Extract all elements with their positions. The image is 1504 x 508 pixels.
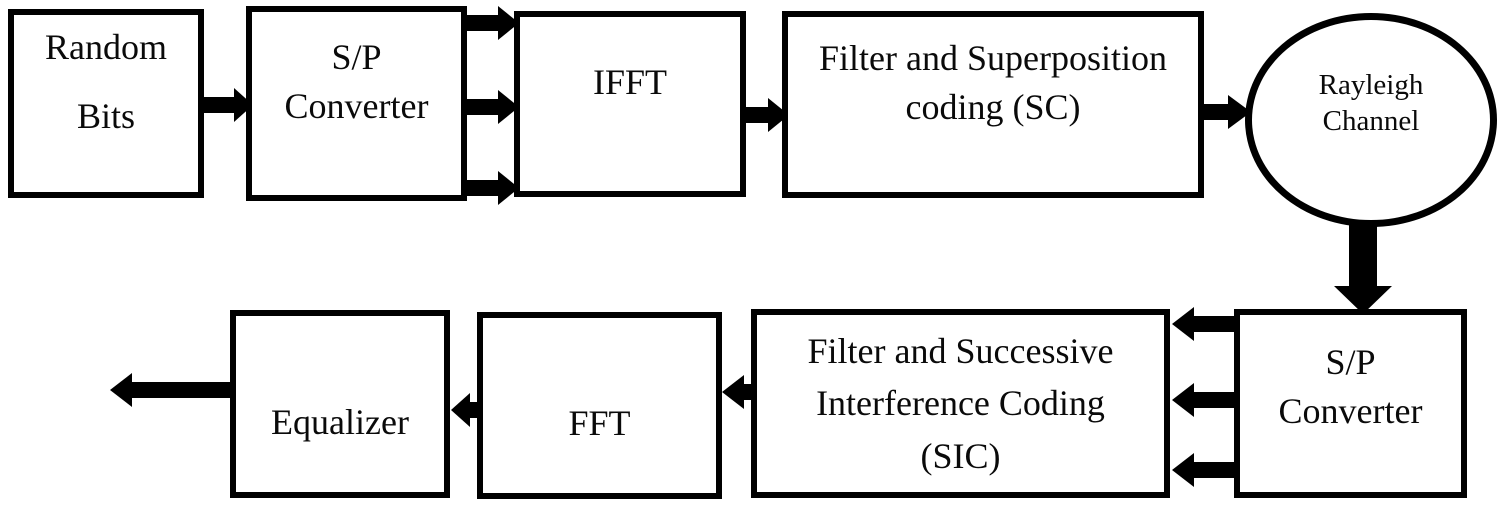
block-ifft: IFFT [514, 11, 746, 197]
block-label-line: Converter [1278, 390, 1423, 431]
block-label-line: Random [45, 27, 167, 68]
block-label-line: Bits [76, 95, 136, 136]
block-equalizer-label: Equalizer [271, 398, 409, 447]
block-label-line: (SIC) [920, 435, 1001, 476]
arrow-random-bits-to-sp-converter [203, 88, 253, 122]
block-label-line: IFFT [592, 61, 668, 102]
block-random-bits: Random Bits [8, 9, 204, 198]
arrow-fft-to-equalizer [451, 393, 477, 427]
arrow-filter-sic-to-fft [722, 375, 751, 409]
arrow-sp-converter-to-filter-sic-2 [1172, 383, 1234, 417]
block-label-line: FFT [568, 403, 631, 444]
block-filter-superposition-coding: Filter and Superposition coding (SC) [782, 11, 1204, 198]
block-ifft-label: IFFT [593, 58, 667, 107]
block-label-line: Converter [284, 85, 429, 126]
block-fft: FFT [477, 312, 722, 499]
arrow-equalizer-output [110, 373, 230, 407]
arrow-sp-converter-to-filter-sic-1 [1172, 307, 1234, 341]
block-filter-sc-label: Filter and Superposition coding (SC) [819, 34, 1167, 131]
block-rayleigh-channel: Rayleigh Channel [1245, 13, 1497, 227]
block-label-line: Channel [1322, 105, 1420, 137]
block-label-line: S/P [331, 36, 382, 77]
block-label-line: S/P [1325, 341, 1376, 382]
arrow-sp-converter-to-filter-sic-3 [1172, 453, 1234, 487]
block-filter-sic-label: Filter and Successive Interference Codin… [808, 325, 1114, 482]
block-sp-converter-rx: S/P Converter [1234, 309, 1467, 498]
block-label-line: Filter and Superposition [819, 37, 1167, 78]
arrow-ifft-to-filter-sc [746, 98, 789, 132]
block-fft-label: FFT [568, 399, 630, 448]
block-equalizer: Equalizer [230, 310, 450, 498]
block-label-line: Rayleigh [1318, 68, 1424, 101]
block-filter-successive-interference-coding: Filter and Successive Interference Codin… [751, 309, 1170, 498]
arrow-sp-converter-to-ifft-3 [467, 171, 519, 205]
block-label-line: coding (SC) [905, 86, 1081, 127]
arrow-sp-converter-to-ifft-1 [467, 6, 519, 40]
block-sp-converter-tx: S/P Converter [246, 6, 467, 201]
block-label-line: Equalizer [271, 401, 409, 442]
block-label-line: Interference Coding [816, 383, 1105, 424]
arrow-sp-converter-to-ifft-2 [467, 90, 519, 124]
block-sp-converter-tx-label: S/P Converter [285, 33, 429, 130]
block-random-bits-label: Random Bits [45, 13, 167, 150]
block-rayleigh-channel-label: Rayleigh Channel [1319, 67, 1424, 140]
block-label-line: Filter and Successive [807, 331, 1114, 372]
block-sp-converter-rx-label: S/P Converter [1279, 338, 1423, 435]
arrow-rayleigh-channel-to-sp-converter [1334, 221, 1392, 314]
arrow-filter-sc-to-rayleigh-channel [1204, 95, 1251, 129]
